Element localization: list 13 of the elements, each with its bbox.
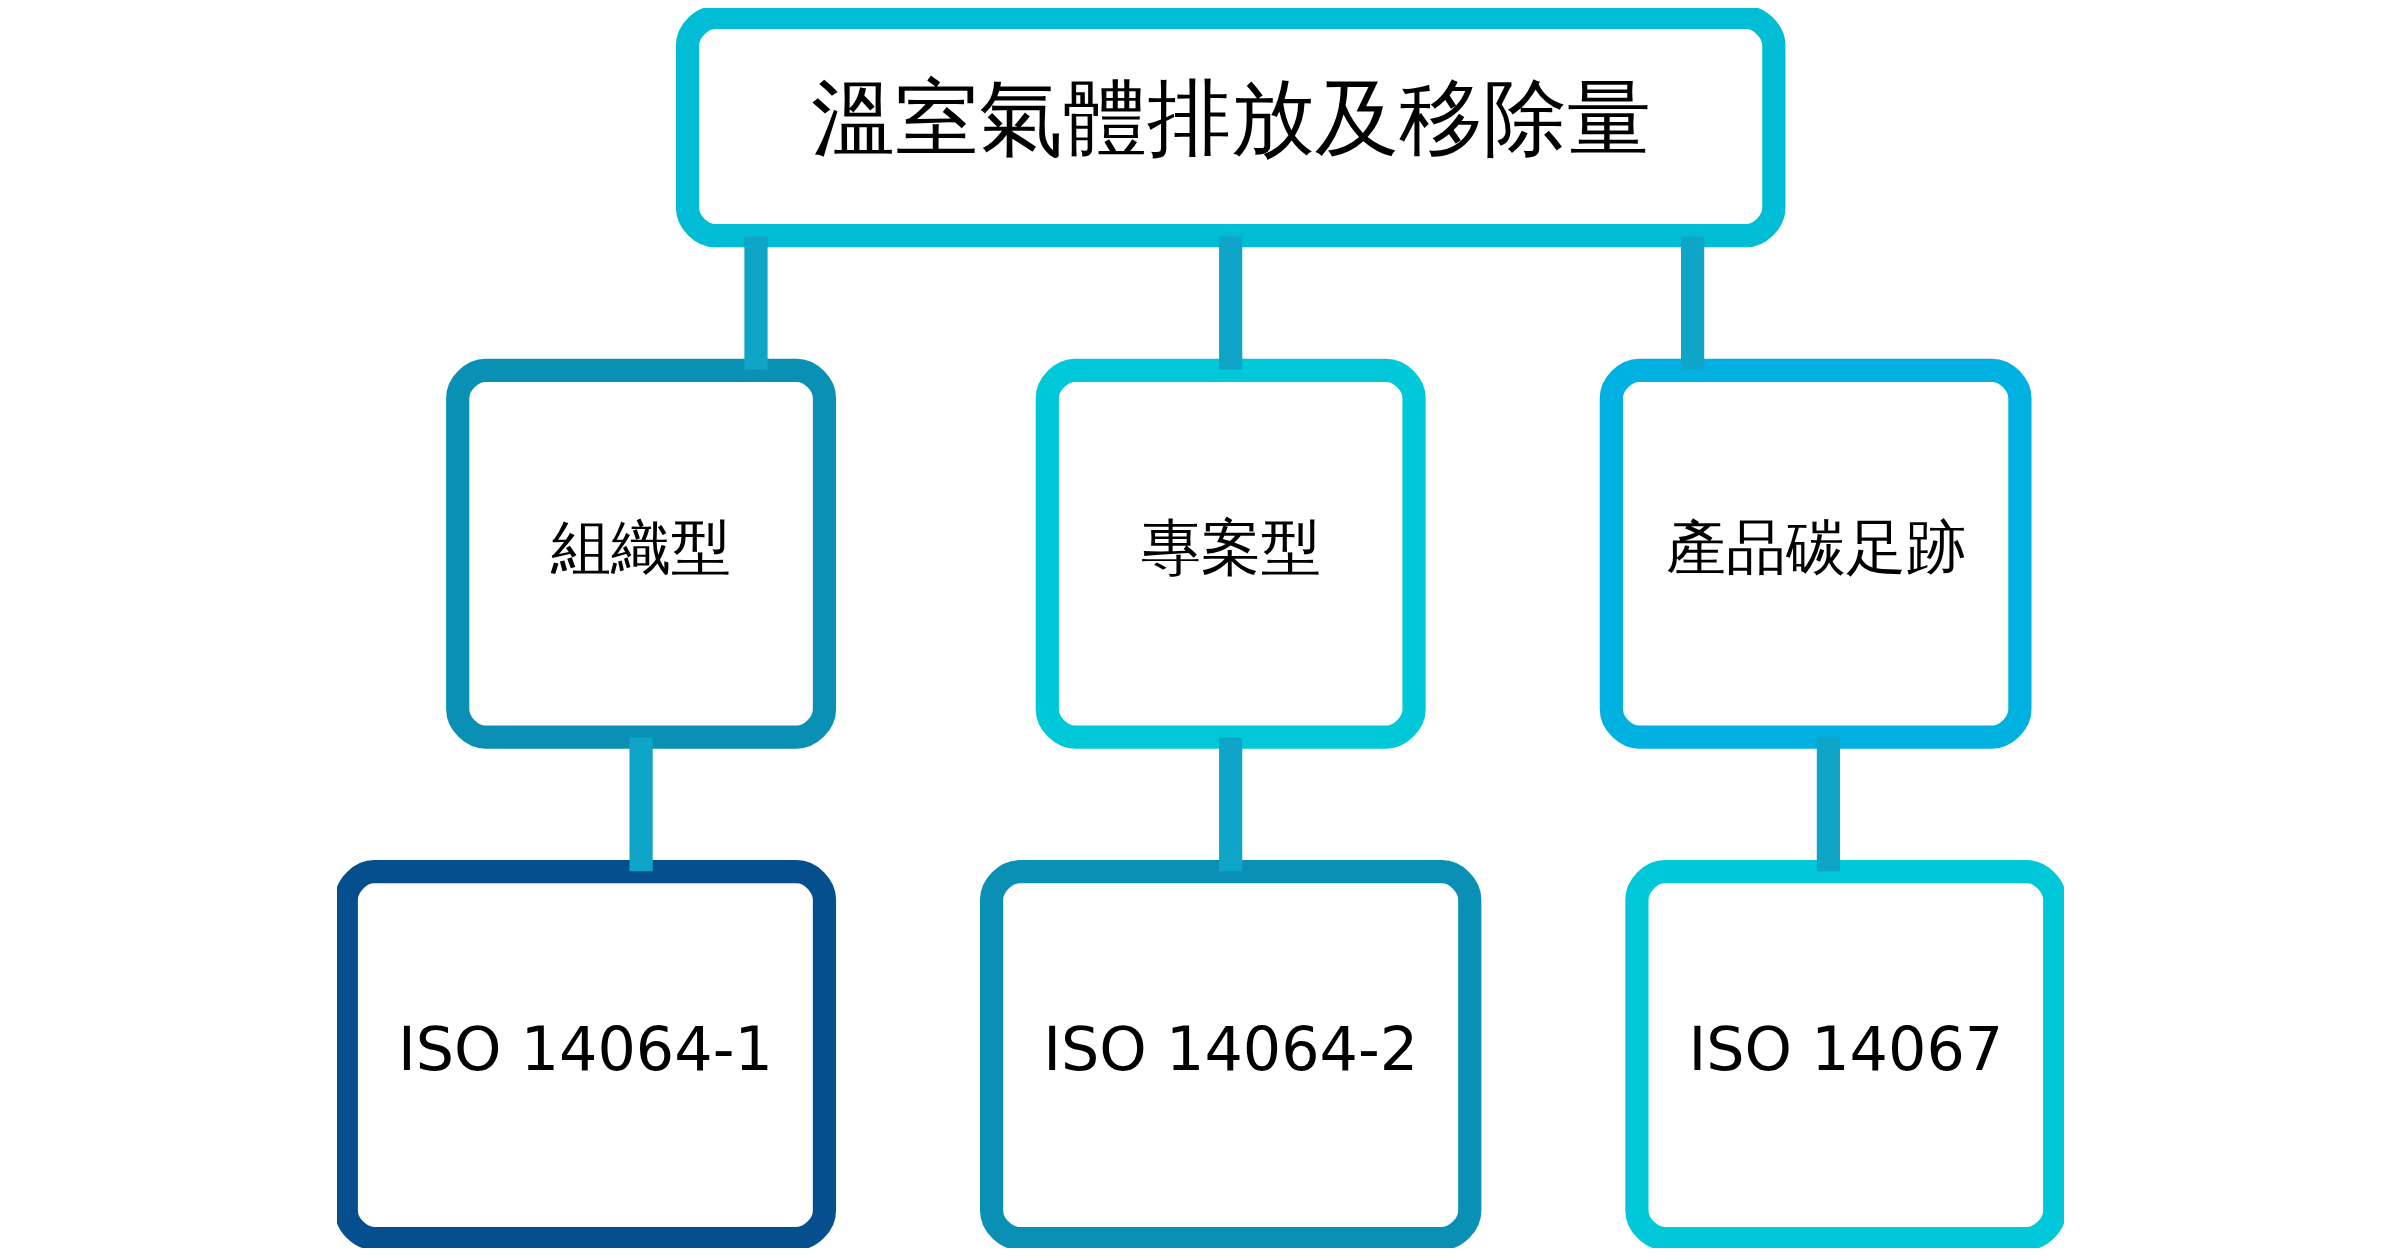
node-box: 組織型 [445, 358, 836, 749]
node-box: 溫室氣體排放及移除量 [675, 8, 1785, 248]
connector [628, 737, 653, 872]
node-box: 產品碳足跡 [1599, 358, 2031, 749]
connector [1218, 737, 1242, 872]
node-box: ISO 14064-2 [979, 860, 1481, 1248]
connector [1218, 236, 1242, 370]
connector [743, 236, 768, 370]
node-box: 專案型 [1035, 358, 1426, 749]
connector [1816, 737, 1840, 872]
node-box: ISO 14067 [1624, 860, 2064, 1248]
connector [1680, 236, 1704, 370]
node-box: ISO 14064-1 [336, 860, 836, 1248]
